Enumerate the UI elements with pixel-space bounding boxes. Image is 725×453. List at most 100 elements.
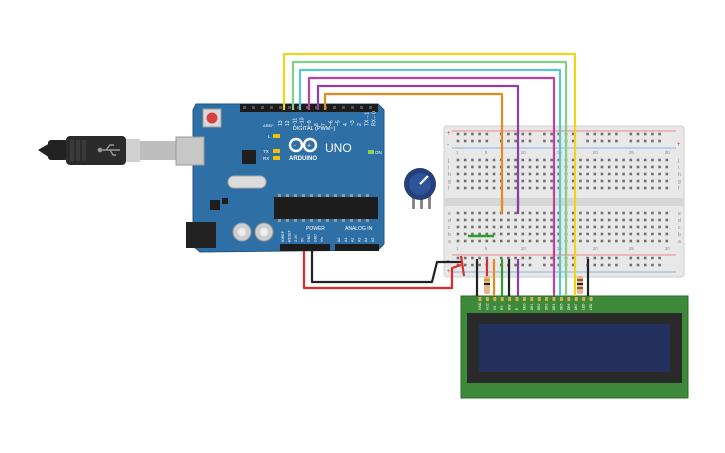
wire-orange[interactable] <box>323 92 504 214</box>
lcd-pin[interactable] <box>537 297 541 301</box>
breadboard-hole <box>593 186 597 190</box>
wire-black-gnd[interactable] <box>310 251 461 284</box>
lcd-pin[interactable] <box>582 297 586 301</box>
wire-red-5v[interactable] <box>302 251 462 290</box>
wire-magenta[interactable] <box>307 76 556 262</box>
breadboard-hole <box>636 211 640 215</box>
rail-hole <box>557 139 561 143</box>
rail-hole <box>651 132 654 136</box>
breadboard-hole <box>528 172 532 176</box>
breadboard-hole <box>593 165 597 169</box>
lcd-pin[interactable] <box>574 297 578 301</box>
rail-hole <box>456 256 460 260</box>
breadboard-hole <box>521 239 525 243</box>
breadboard-hole <box>456 172 460 176</box>
lcd-pin[interactable] <box>545 297 549 301</box>
breadboard-hole <box>622 211 625 215</box>
breadboard-hole <box>543 158 546 162</box>
breadboard-hole <box>492 211 496 215</box>
breadboard-hole <box>485 225 489 229</box>
potentiometer-icon[interactable] <box>404 168 436 209</box>
breadboard-hole <box>629 172 633 176</box>
breadboard-hole <box>579 158 582 162</box>
breadboard-hole <box>485 165 489 169</box>
breadboard-hole <box>651 232 654 236</box>
rail-hole <box>636 132 640 136</box>
column-label: 25 <box>629 246 635 251</box>
rail-hole <box>607 139 611 143</box>
breadboard-hole <box>521 165 525 169</box>
reset-button[interactable] <box>202 108 222 128</box>
row-label-left: h <box>448 172 451 178</box>
breadboard-hole <box>586 179 589 183</box>
row-label-left: f <box>448 186 450 192</box>
analog-header <box>335 244 379 251</box>
breadboard-hole <box>593 211 597 215</box>
analog-pin-1: A1 <box>344 238 348 242</box>
breadboard-hole <box>550 172 553 176</box>
rail-hole <box>550 132 553 136</box>
breadboard-hole <box>579 211 582 215</box>
breadboard-hole <box>643 165 647 169</box>
breadboard-hole <box>651 165 654 169</box>
lcd-screen <box>479 324 670 372</box>
breadboard-hole <box>478 186 481 190</box>
breadboard-hole <box>658 211 661 215</box>
lcd-pin[interactable] <box>589 297 593 301</box>
lcd-pin[interactable] <box>493 297 497 301</box>
rail-hole <box>514 132 517 136</box>
breadboard-hole <box>658 158 661 162</box>
lcd-pin[interactable] <box>500 297 504 301</box>
breadboard-hole <box>658 165 661 169</box>
rail-hole <box>478 263 481 267</box>
breadboard-hole <box>586 239 589 243</box>
wire-red-short[interactable] <box>459 255 466 277</box>
lcd-pin[interactable] <box>478 297 482 301</box>
rail-hole <box>478 132 481 136</box>
wire-yellow[interactable] <box>282 52 577 262</box>
lcd-pin-label: DB1 <box>530 303 534 310</box>
power-jack <box>186 222 216 248</box>
rail-hole <box>528 132 532 136</box>
breadboard-hole <box>514 211 517 215</box>
breadboard-hole <box>543 225 546 229</box>
breadboard-hole <box>665 211 669 215</box>
lcd-pin[interactable] <box>522 297 526 301</box>
breadboard-hole <box>571 158 575 162</box>
breadboard-hole <box>593 225 597 229</box>
lcd-pin[interactable] <box>530 297 534 301</box>
breadboard-hole <box>607 218 611 222</box>
usb-jack <box>175 136 205 166</box>
breadboard-hole <box>557 179 561 183</box>
rail-hole <box>557 256 561 260</box>
breadboard-hole <box>550 218 553 222</box>
lcd-pin[interactable] <box>567 297 571 301</box>
wire-purple[interactable] <box>316 84 520 214</box>
digital-pin-2: ~11 <box>292 118 298 126</box>
lcd-pin[interactable] <box>485 297 489 301</box>
breadboard-hole <box>571 172 575 176</box>
rail-hole <box>543 263 546 267</box>
digital-pin-6: 7 <box>321 123 327 126</box>
wire-green[interactable] <box>291 60 568 262</box>
breadboard-hole <box>485 232 489 236</box>
breadboard-hole <box>463 172 467 176</box>
digital-pin-9: 4 <box>343 123 349 126</box>
digital-pin-13: RX←0 <box>372 111 378 126</box>
breadboard-hole <box>514 186 517 190</box>
rail-hole <box>471 256 474 260</box>
lcd-pin[interactable] <box>552 297 556 301</box>
lcd-pin[interactable] <box>508 297 512 301</box>
breadboard-hole <box>507 165 510 169</box>
lcd-pin[interactable] <box>515 297 519 301</box>
power-header <box>280 244 330 251</box>
lcd-pin-label: LED <box>589 303 593 310</box>
lcd-pin[interactable] <box>559 297 563 301</box>
rail-hole <box>463 139 467 143</box>
wire-cyan[interactable] <box>298 68 562 262</box>
row-label-right: a <box>678 239 681 245</box>
analog-pin-5: A5 <box>371 238 375 242</box>
